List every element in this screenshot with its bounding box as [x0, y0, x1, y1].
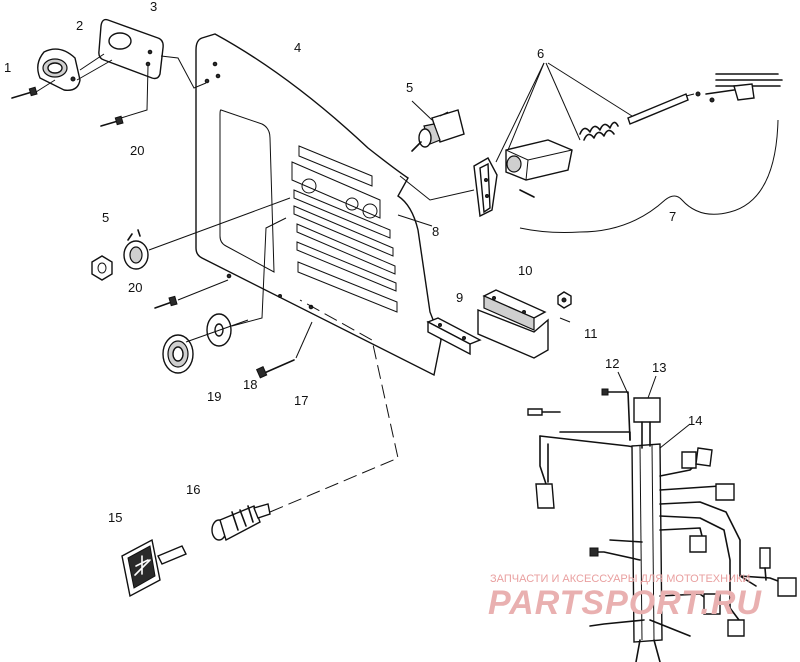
- ignition-cylinder-part: [211, 503, 271, 542]
- nut-part: [557, 291, 572, 309]
- bolt-part: [255, 359, 295, 379]
- callout-17: 17: [294, 393, 308, 408]
- callout-11: 11: [584, 326, 598, 341]
- callout-14: 14: [688, 413, 702, 428]
- screw-part: [154, 295, 178, 309]
- cushion-pad-part: [426, 317, 482, 356]
- start-switch-assembly: [473, 73, 783, 218]
- dash-panel-part: [195, 33, 442, 377]
- callout-5-top: 5: [406, 80, 413, 95]
- switch-nut-part: [91, 229, 149, 281]
- callout-1: 1: [4, 60, 11, 75]
- callout-3: 3: [150, 0, 157, 14]
- toggle-switch-part: [411, 109, 465, 152]
- ignition-key-part: [121, 538, 187, 598]
- callout-6: 6: [537, 46, 544, 61]
- callout-4: 4: [294, 40, 301, 55]
- callout-20-bottom: 20: [128, 280, 142, 295]
- callout-12: 12: [605, 356, 619, 371]
- callout-7: 7: [669, 209, 676, 224]
- mount-plate-part: [98, 18, 164, 80]
- callout-8: 8: [432, 224, 439, 239]
- screw-part: [100, 115, 124, 127]
- pad-bracket-part: [477, 289, 549, 359]
- callout-15: 15: [108, 510, 122, 525]
- switch-bezel-part: [37, 48, 81, 91]
- callout-18: 18: [243, 377, 257, 392]
- callout-5-left: 5: [102, 210, 109, 225]
- callout-9: 9: [456, 290, 463, 305]
- trim-ring-part: [162, 334, 194, 374]
- callout-2: 2: [76, 18, 83, 33]
- callout-10: 10: [518, 263, 532, 278]
- callout-19: 19: [207, 389, 221, 404]
- callout-16: 16: [186, 482, 200, 497]
- callout-13: 13: [652, 360, 666, 375]
- screw-part: [11, 86, 38, 99]
- watermark-caption: ЗАПЧАСТИ И АКСЕССУАРЫ ДЛЯ МОТОТЕХНИКИ: [490, 573, 750, 585]
- watermark-logo: PARTSPORT.RU: [488, 584, 762, 622]
- wiring-harness-part: [527, 388, 797, 662]
- callout-20-top: 20: [130, 143, 144, 158]
- spring-part: [579, 121, 619, 141]
